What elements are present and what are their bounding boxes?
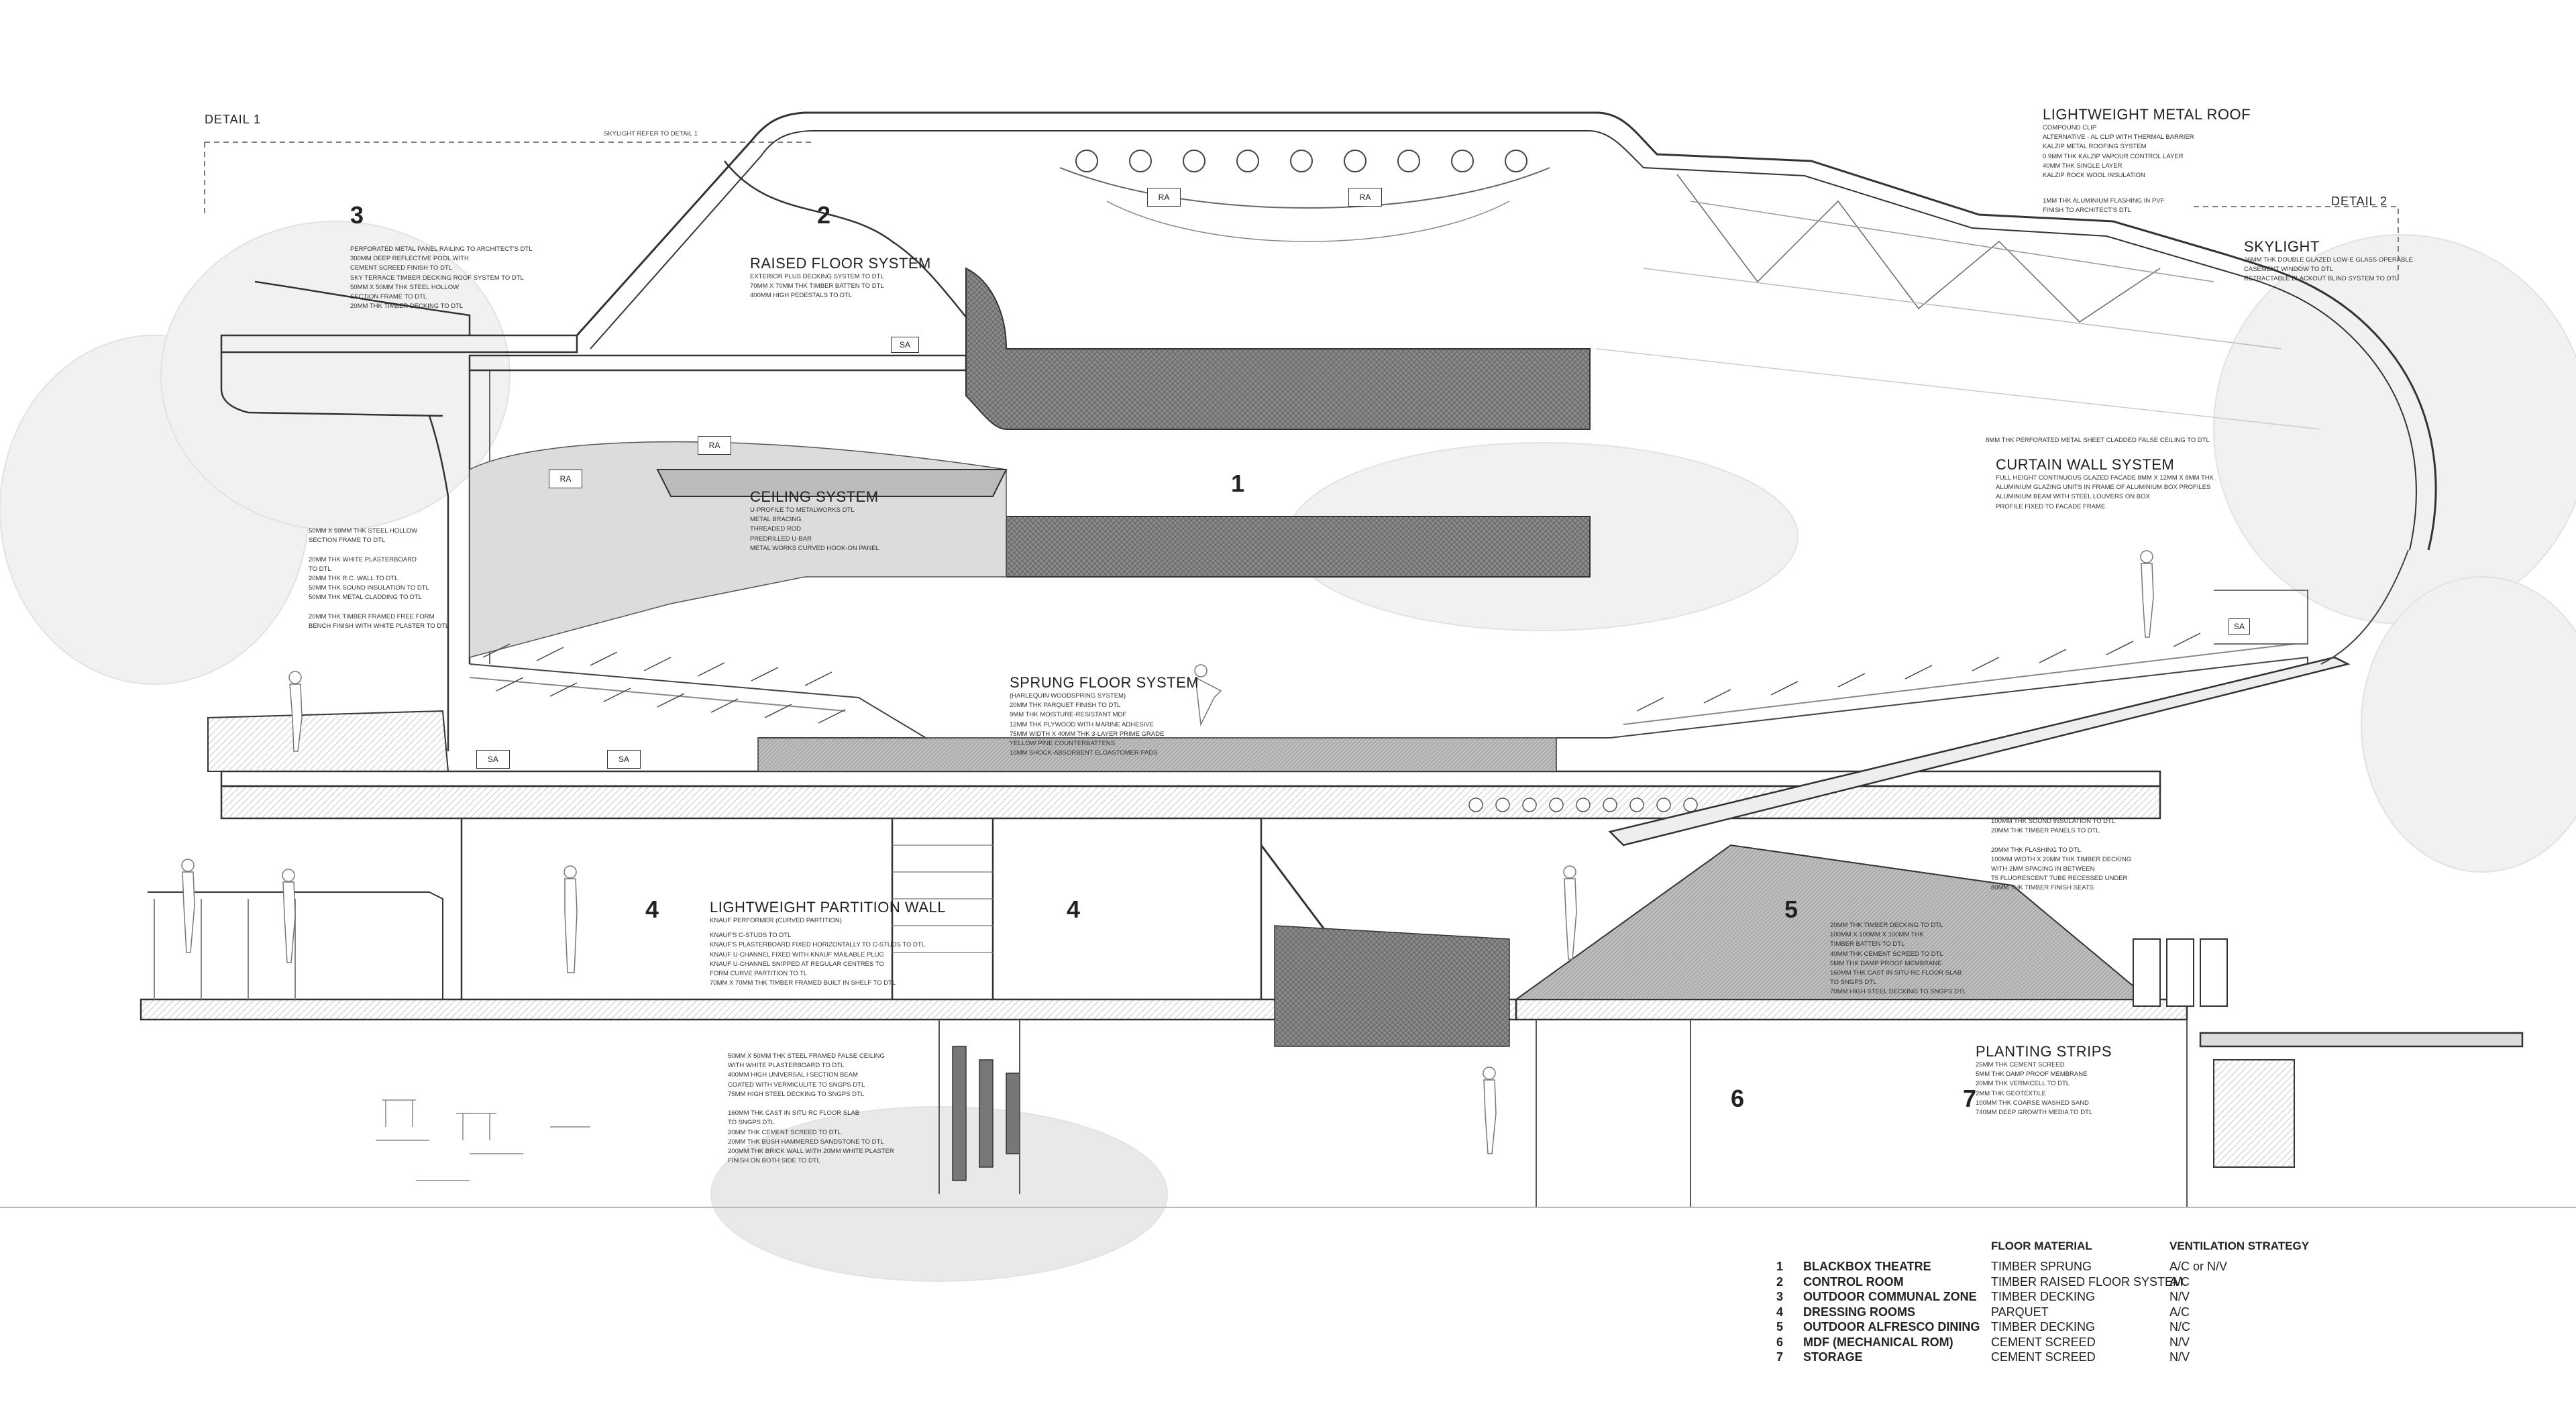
skylight-annotation: SKYLIGHT 26MM THK DOUBLE GLAZED LOW-E GL… bbox=[2244, 238, 2413, 284]
partition-title: LIGHTWEIGHT PARTITION WALL bbox=[710, 899, 947, 916]
false-ceiling-note: 8MM THK PERFORATED METAL SHEET CLADDED F… bbox=[1986, 437, 2210, 444]
raised-floor-annotation: RAISED FLOOR SYSTEM EXTERIOR PLUS DECKIN… bbox=[750, 255, 931, 301]
sa-tag: SA bbox=[476, 750, 510, 769]
zone-number-2: 2 bbox=[817, 201, 831, 229]
ra-tag: RA bbox=[549, 470, 582, 488]
sprung-floor-annotation: SPRUNG FLOOR SYSTEM (HARLEQUIN WOODSPRIN… bbox=[1010, 674, 1199, 758]
skylight-notes: 26MM THK DOUBLE GLAZED LOW-E GLASS OPERA… bbox=[2244, 256, 2414, 283]
detail-1-frame bbox=[204, 142, 812, 215]
roof-notes: COMPOUND CLIP ALTERNATIVE - AL CLIP WITH… bbox=[2043, 124, 2194, 180]
zone-number-6: 6 bbox=[1731, 1085, 1745, 1112]
ceiling-notes: U-PROFILE TO METALWORKS DTL METAL BRACIN… bbox=[750, 506, 879, 552]
roof-portholes bbox=[1075, 150, 1527, 172]
detail-2-label: DETAIL 2 bbox=[2331, 195, 2388, 208]
sprung-floor-notes: (HARLEQUIN WOODSPRING SYSTEM) 20MM THK P… bbox=[1010, 692, 1165, 757]
curtain-wall-title: CURTAIN WALL SYSTEM bbox=[1996, 456, 2175, 473]
ra-tag: RA bbox=[698, 436, 731, 455]
legend-headers: FLOOR MATERIAL VENTILATION STRATEGY bbox=[1776, 1240, 2326, 1260]
false-ceiling-notes: 50MM X 50MM THK STEEL FRAMED FALSE CEILI… bbox=[728, 1052, 894, 1165]
skylight-reference: SKYLIGHT REFER TO DETAIL 1 bbox=[604, 130, 698, 138]
floor-portholes bbox=[1468, 798, 1698, 812]
detail-1-label: DETAIL 1 bbox=[205, 113, 262, 126]
ra-tag: RA bbox=[1348, 188, 1382, 207]
detail-2-frame bbox=[2194, 206, 2399, 282]
columns bbox=[938, 1020, 2188, 1207]
ceiling-title: CEILING SYSTEM bbox=[750, 488, 879, 505]
curtain-wall bbox=[2214, 549, 2409, 665]
mesh-ceiling-panels bbox=[469, 267, 1591, 658]
right-seating-rake bbox=[1556, 633, 2308, 739]
alfresco-slope bbox=[1513, 844, 2134, 1000]
raised-floor-notes: EXTERIOR PLUS DECKING SYSTEM TO DTL 70MM… bbox=[750, 273, 884, 300]
roof-annotation: LIGHTWEIGHT METAL ROOF COMPOUND CLIP ALT… bbox=[2043, 106, 2251, 216]
raised-floor-title: RAISED FLOOR SYSTEM bbox=[750, 255, 931, 272]
left-seating-rake bbox=[469, 643, 928, 739]
ramp bbox=[1608, 656, 2351, 846]
alfresco-notes: 20MM THK TIMBER DECKING TO DTL 100MM X 1… bbox=[1830, 922, 1967, 996]
sprung-floor-title: SPRUNG FLOOR SYSTEM bbox=[1010, 674, 1199, 691]
lower-screens bbox=[952, 925, 1510, 1181]
floor-material-header: FLOOR MATERIAL bbox=[1991, 1240, 2092, 1252]
sa-tag: SA bbox=[891, 337, 919, 353]
left-wall-notes: 50MM X 50MM THK STEEL HOLLOW SECTION FRA… bbox=[309, 527, 449, 631]
roof-trusses bbox=[1596, 174, 2322, 430]
partition-notes: KNAUF PERFORMER (CURVED PARTITION) KNAUF… bbox=[710, 917, 926, 987]
planting-boxes bbox=[2133, 938, 2295, 1168]
zone-number-4b: 4 bbox=[1067, 895, 1081, 923]
human-figures bbox=[181, 550, 2154, 1154]
roof-flashing-notes: 1MM THK ALUMINIUM FLASHING IN PVF FINISH… bbox=[2043, 197, 2165, 215]
seating-notes: 100MM THK SOUND INSULATION TO DTL 20MM T… bbox=[1991, 818, 2132, 892]
dining-furniture bbox=[376, 1099, 590, 1181]
planting-annotation: PLANTING STRIPS 25MM THK CEMENT SCREED 5… bbox=[1976, 1043, 2112, 1117]
skylight-title: SKYLIGHT bbox=[2244, 238, 2320, 255]
zone-number-1: 1 bbox=[1231, 470, 1245, 497]
theatre-floor bbox=[220, 737, 2161, 820]
planting-notes: 25MM THK CEMENT SCREED 5MM THK DAMP PROO… bbox=[1976, 1061, 2093, 1117]
partition-annotation: LIGHTWEIGHT PARTITION WALL KNAUF PERFORM… bbox=[710, 899, 946, 988]
roof-title: LIGHTWEIGHT METAL ROOF bbox=[2043, 106, 2251, 123]
sa-tag: SA bbox=[607, 750, 641, 769]
zone-number-5: 5 bbox=[1784, 895, 1799, 923]
left-terrace bbox=[220, 280, 578, 751]
ra-tag: RA bbox=[1147, 188, 1181, 207]
zone-number-4a: 4 bbox=[645, 895, 659, 923]
ceiling-annotation: CEILING SYSTEM U-PROFILE TO METALWORKS D… bbox=[750, 488, 879, 553]
zone-number-3: 3 bbox=[350, 201, 364, 229]
curtain-wall-annotation: CURTAIN WALL SYSTEM FULL HEIGHT CONTINUO… bbox=[1996, 456, 2214, 512]
planting-title: PLANTING STRIPS bbox=[1976, 1043, 2112, 1060]
terrace-notes: PERFORATED METAL PANEL RAILING TO ARCHIT… bbox=[350, 245, 533, 311]
zone-number-7: 7 bbox=[1963, 1085, 1977, 1112]
curtain-wall-notes: FULL HEIGHT CONTINUOUS GLAZED FACADE 8MM… bbox=[1996, 474, 2214, 510]
left-mezzanine bbox=[207, 710, 449, 772]
sa-tag: SA bbox=[2229, 618, 2250, 635]
ventilation-header: VENTILATION STRATEGY bbox=[2169, 1240, 2310, 1252]
